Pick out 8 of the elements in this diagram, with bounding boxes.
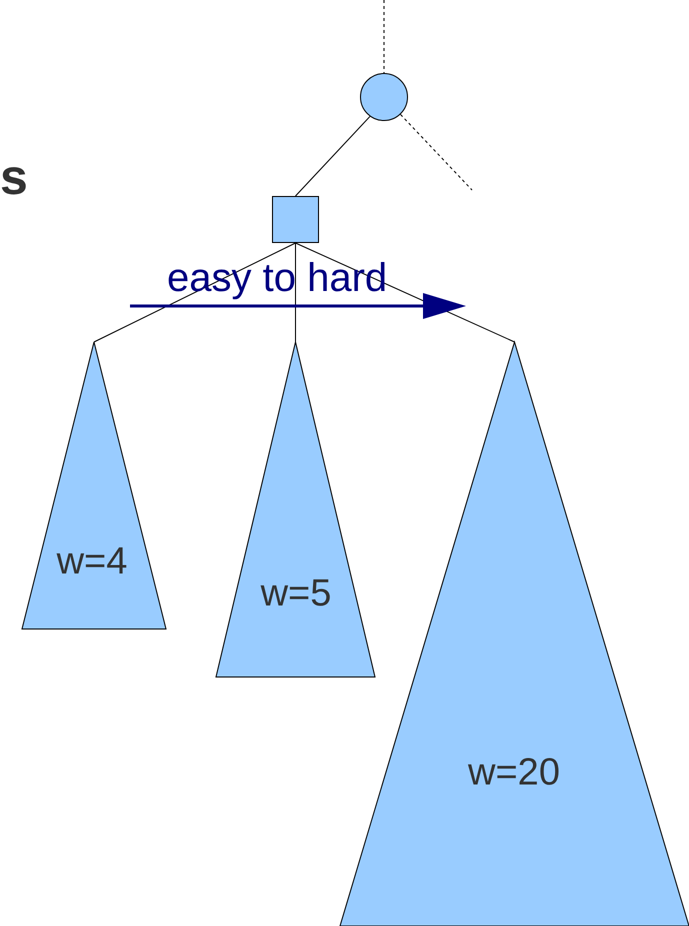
branch-line <box>295 242 515 342</box>
heading-fragment: s <box>0 148 28 206</box>
weight-label: w=5 <box>260 572 332 616</box>
weight-label: w=4 <box>56 540 128 584</box>
dashed-branch-line <box>400 114 472 190</box>
branch-line <box>295 116 370 196</box>
weight-label: w=20 <box>468 752 560 794</box>
branch-line <box>295 242 296 342</box>
